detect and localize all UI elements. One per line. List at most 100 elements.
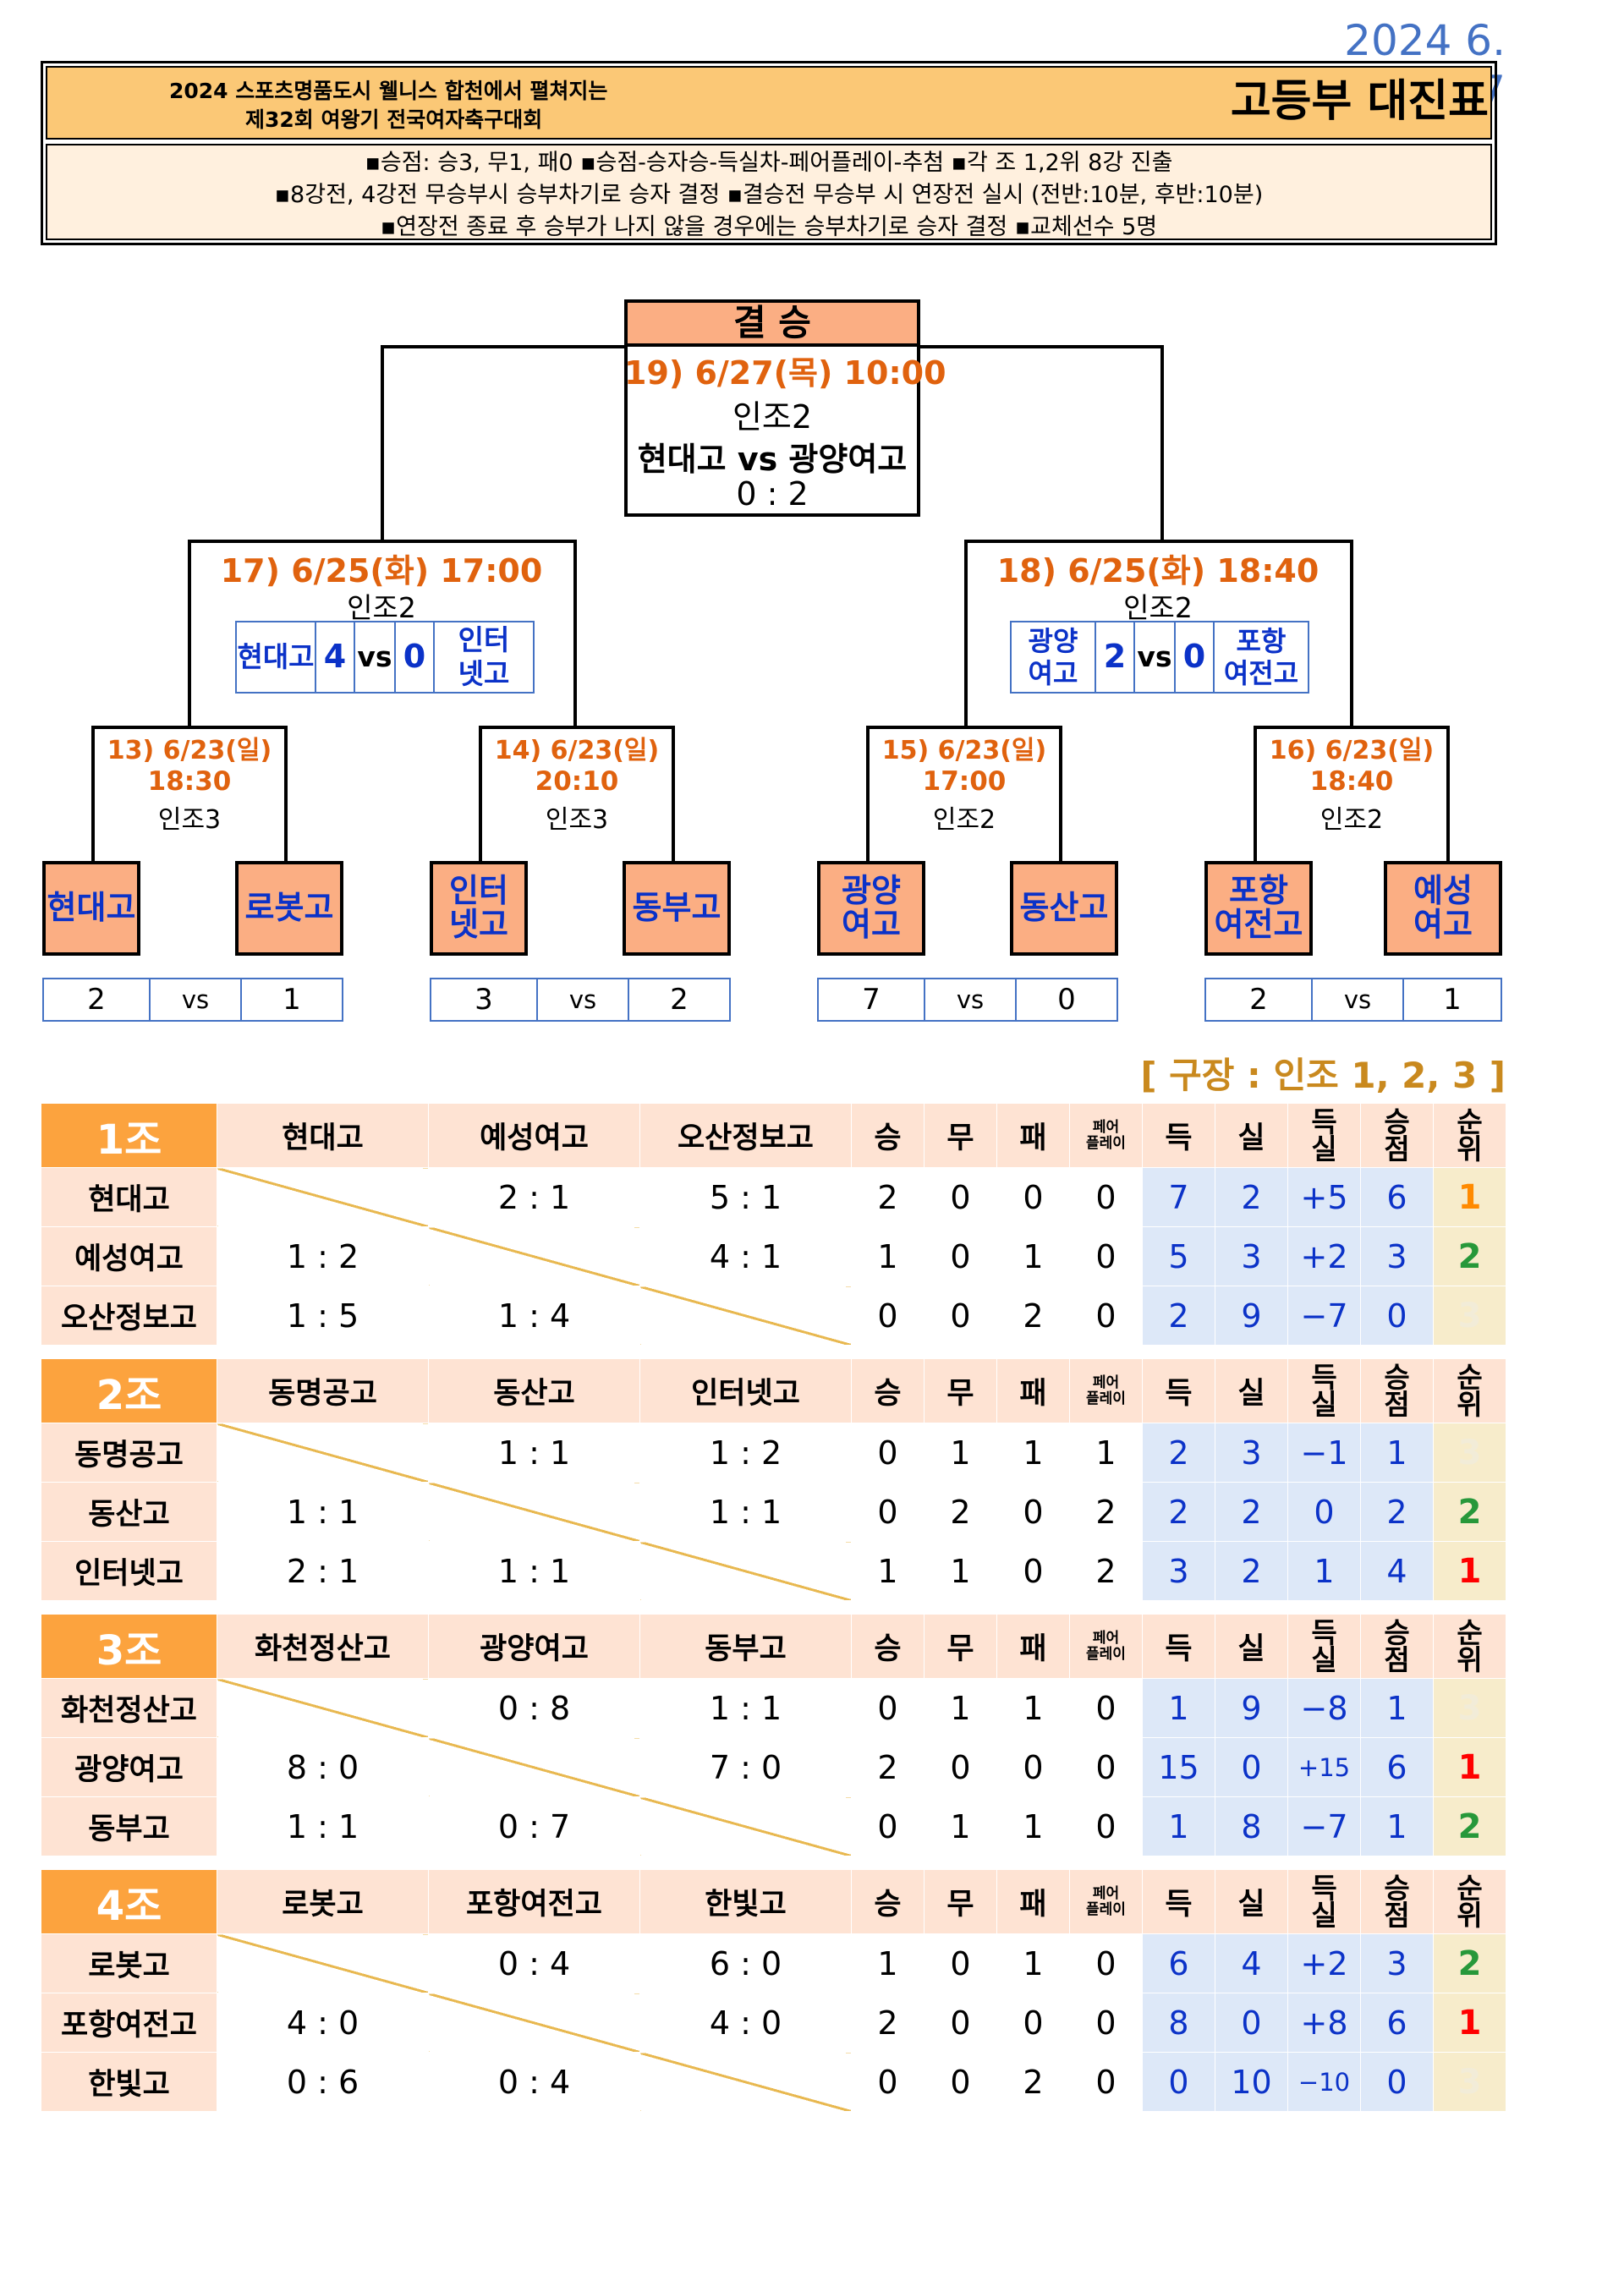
loss-count: 1 [996,1933,1070,1993]
column-header-win: 승 [851,1358,924,1423]
rank: 1 [1433,1541,1506,1601]
column-header-goals-for: 득 [1142,1614,1215,1679]
fairplay-count: 0 [1069,1737,1143,1797]
tournament-subtitle-1: 2024 스포츠명품도시 웰니스 합천에서 펼쳐지는 [169,79,608,103]
vs-label: vs [151,979,242,1020]
qf-score-row: 7 vs 0 [817,978,1118,1022]
goal-difference: −10 [1287,2052,1361,2112]
column-header-loss: 패 [996,1614,1070,1679]
loss-count: 2 [996,2052,1070,2112]
row-team-name: 광양여고 [41,1737,217,1797]
qf-clock: 17:00 [922,766,1007,797]
goals-against: 0 [1215,1993,1288,2053]
fairplay-count: 0 [1069,1993,1143,2053]
goals-against: 2 [1215,1541,1288,1601]
result-cell: 0 : 6 [217,2052,429,2112]
self-match-cell [639,1286,852,1346]
column-header-pts: 승 점 [1360,1614,1434,1679]
rank: 2 [1433,1482,1506,1542]
column-header-goals-against: 실 [1215,1358,1288,1423]
goals-against: 2 [1215,1482,1288,1542]
column-team-header: 한빛고 [639,1869,852,1934]
row-team-name: 한빛고 [41,2052,217,2112]
column-header-rank: 순 위 [1433,1103,1506,1168]
goal-difference: +8 [1287,1993,1361,2053]
self-match-cell [428,1226,640,1286]
rank: 3 [1433,1286,1506,1346]
column-header-loss: 패 [996,1358,1070,1423]
fairplay-count: 2 [1069,1482,1143,1542]
goal-difference: 0 [1287,1482,1361,1542]
semi-team-b: 포항 여전고 [1223,624,1299,689]
points: 1 [1360,1678,1434,1738]
column-team-header: 인터넷고 [639,1358,852,1423]
fairplay-count: 1 [1069,1423,1143,1483]
row-team-name: 예성여고 [41,1226,217,1286]
row-team-name: 화천정산고 [41,1678,217,1738]
goal-difference: +5 [1287,1167,1361,1227]
result-cell: 4 : 0 [639,1993,852,2053]
column-header-fairplay: 페어 플레이 [1069,1358,1143,1423]
points: 0 [1360,1286,1434,1346]
loss-count: 0 [996,1737,1070,1797]
group-label: 3조 [41,1614,217,1679]
semi-team-b: 인터 넷고 [458,623,510,690]
loss-count: 1 [996,1678,1070,1738]
semi-team-a: 현대고 [237,622,316,692]
column-header-fairplay: 페어 플레이 [1069,1614,1143,1679]
self-match-cell [217,1423,429,1483]
team-box: 포항 여전고 [1204,861,1313,956]
self-match-cell [217,1933,429,1993]
goals-for: 15 [1142,1737,1215,1797]
draw-count: 0 [924,1993,997,2053]
loss-count: 2 [996,1286,1070,1346]
qf-time: 16) 6/23(일) [1269,736,1435,765]
team-box: 인터 넷고 [430,861,528,956]
result-cell: 7 : 0 [639,1737,852,1797]
score-a: 2 [1206,979,1313,1020]
goals-against: 10 [1215,2052,1288,2112]
rule-line: ▪연장전 종료 후 승부가 나지 않을 경우에는 승부차기로 승자 결정 ▪교체… [380,214,1158,240]
win-count: 2 [851,1167,924,1227]
loss-count: 1 [996,1796,1070,1856]
row-team-name: 오산정보고 [41,1286,217,1346]
points: 4 [1360,1541,1434,1601]
qf-time: 15) 6/23(일) [881,736,1047,765]
column-header-pts: 승 점 [1360,1103,1434,1168]
goals-for: 2 [1142,1286,1215,1346]
result-cell: 5 : 1 [639,1167,852,1227]
team-box: 로봇고 [235,861,343,956]
semi-score-a: 4 [316,622,355,692]
fairplay-count: 0 [1069,1286,1143,1346]
result-cell: 1 : 1 [428,1423,640,1483]
score-b: 1 [1443,983,1462,1017]
score-b: 0 [1057,983,1076,1017]
points: 1 [1360,1796,1434,1856]
qf-time: 14) 6/23(일) [494,736,660,765]
tournament-subtitle-2: 제32회 여왕기 전국여자축구대회 [245,107,543,132]
column-header-fairplay: 페어 플레이 [1069,1869,1143,1934]
goals-for: 1 [1142,1678,1215,1738]
loss-count: 1 [996,1226,1070,1286]
final-match-box [624,343,920,517]
self-match-cell [428,1993,640,2053]
row-team-name: 동산고 [41,1482,217,1542]
team-box: 현대고 [42,861,140,956]
semi-match-box: 광양 여고 2 vs 0 포항 여전고 [1010,621,1309,694]
row-team-name: 포항여전고 [41,1993,217,2053]
group-label: 1조 [41,1103,217,1168]
column-header-draw: 무 [924,1358,997,1423]
points: 6 [1360,1167,1434,1227]
fairplay-count: 0 [1069,1796,1143,1856]
draw-count: 0 [924,1226,997,1286]
goals-against: 3 [1215,1226,1288,1286]
column-header-draw: 무 [924,1103,997,1168]
column-team-header: 동부고 [639,1614,852,1679]
result-cell: 4 : 1 [639,1226,852,1286]
column-team-header: 화천정산고 [217,1614,429,1679]
rank: 2 [1433,1933,1506,1993]
rank: 2 [1433,1226,1506,1286]
